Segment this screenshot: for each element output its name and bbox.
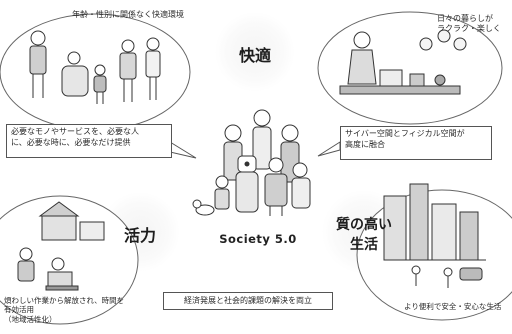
caption-bottom-left: 煩わしい作業から解放され、時間を 有効活用 （地域活性化）: [4, 296, 124, 324]
caption-top-right-line1: 日々の暮らしが: [437, 14, 493, 23]
box-provide-services: 必要なモノやサービスを、必要な人 に、必要な時に、必要なだけ提供: [6, 124, 172, 158]
caption-top-right-line2: ラクラク・楽しく: [437, 24, 501, 33]
left-box-pointer: [169, 141, 197, 159]
caption-top-right: 日々の暮らしが ラクラク・楽しく: [437, 14, 501, 34]
keyword-comfort: 快適: [238, 46, 271, 65]
caption-top-left: 年齢・性別に関係なく快適環境: [72, 10, 184, 19]
town-and-worker-illustration: [17, 201, 105, 291]
box-economy-and-society: 経済発展と社会的課題の解決を両立: [163, 292, 333, 310]
keyword-quality-line2: 生活: [350, 237, 378, 253]
caption-bottom-left-line2: 有効活用: [4, 305, 34, 315]
keyword-vitality: 活力: [123, 226, 156, 245]
woman-at-table-illustration: [339, 29, 467, 95]
family-figures-illustration: [29, 30, 161, 104]
society-5-label: Society 5.0: [219, 232, 297, 246]
right-box-pointer: [317, 141, 341, 157]
box-cyber-physical-line2: 高度に融合: [345, 139, 385, 149]
caption-bottom-left-line3: （地域活性化）: [4, 314, 57, 324]
keyword-quality: 質の高い 生活: [322, 214, 406, 254]
caption-bottom-left-line1: 煩わしい作業から解放され、時間を: [4, 296, 125, 305]
box-provide-services-line1: 必要なモノやサービスを、必要な人: [11, 127, 139, 136]
box-cyber-physical-line1: サイバー空間とフィジカル空間が: [345, 129, 465, 138]
caption-bottom-right: より便利で安全・安心な生活: [404, 302, 502, 311]
comfort-glow: [215, 12, 295, 92]
city-buildings-illustration: [383, 183, 486, 288]
box-provide-services-line2: に、必要な時に、必要なだけ提供: [11, 137, 131, 147]
box-cyber-physical: サイバー空間とフィジカル空間が 高度に融合: [340, 126, 492, 160]
keyword-quality-line1: 質の高い: [336, 217, 392, 233]
central-group-illustration: [192, 109, 311, 216]
